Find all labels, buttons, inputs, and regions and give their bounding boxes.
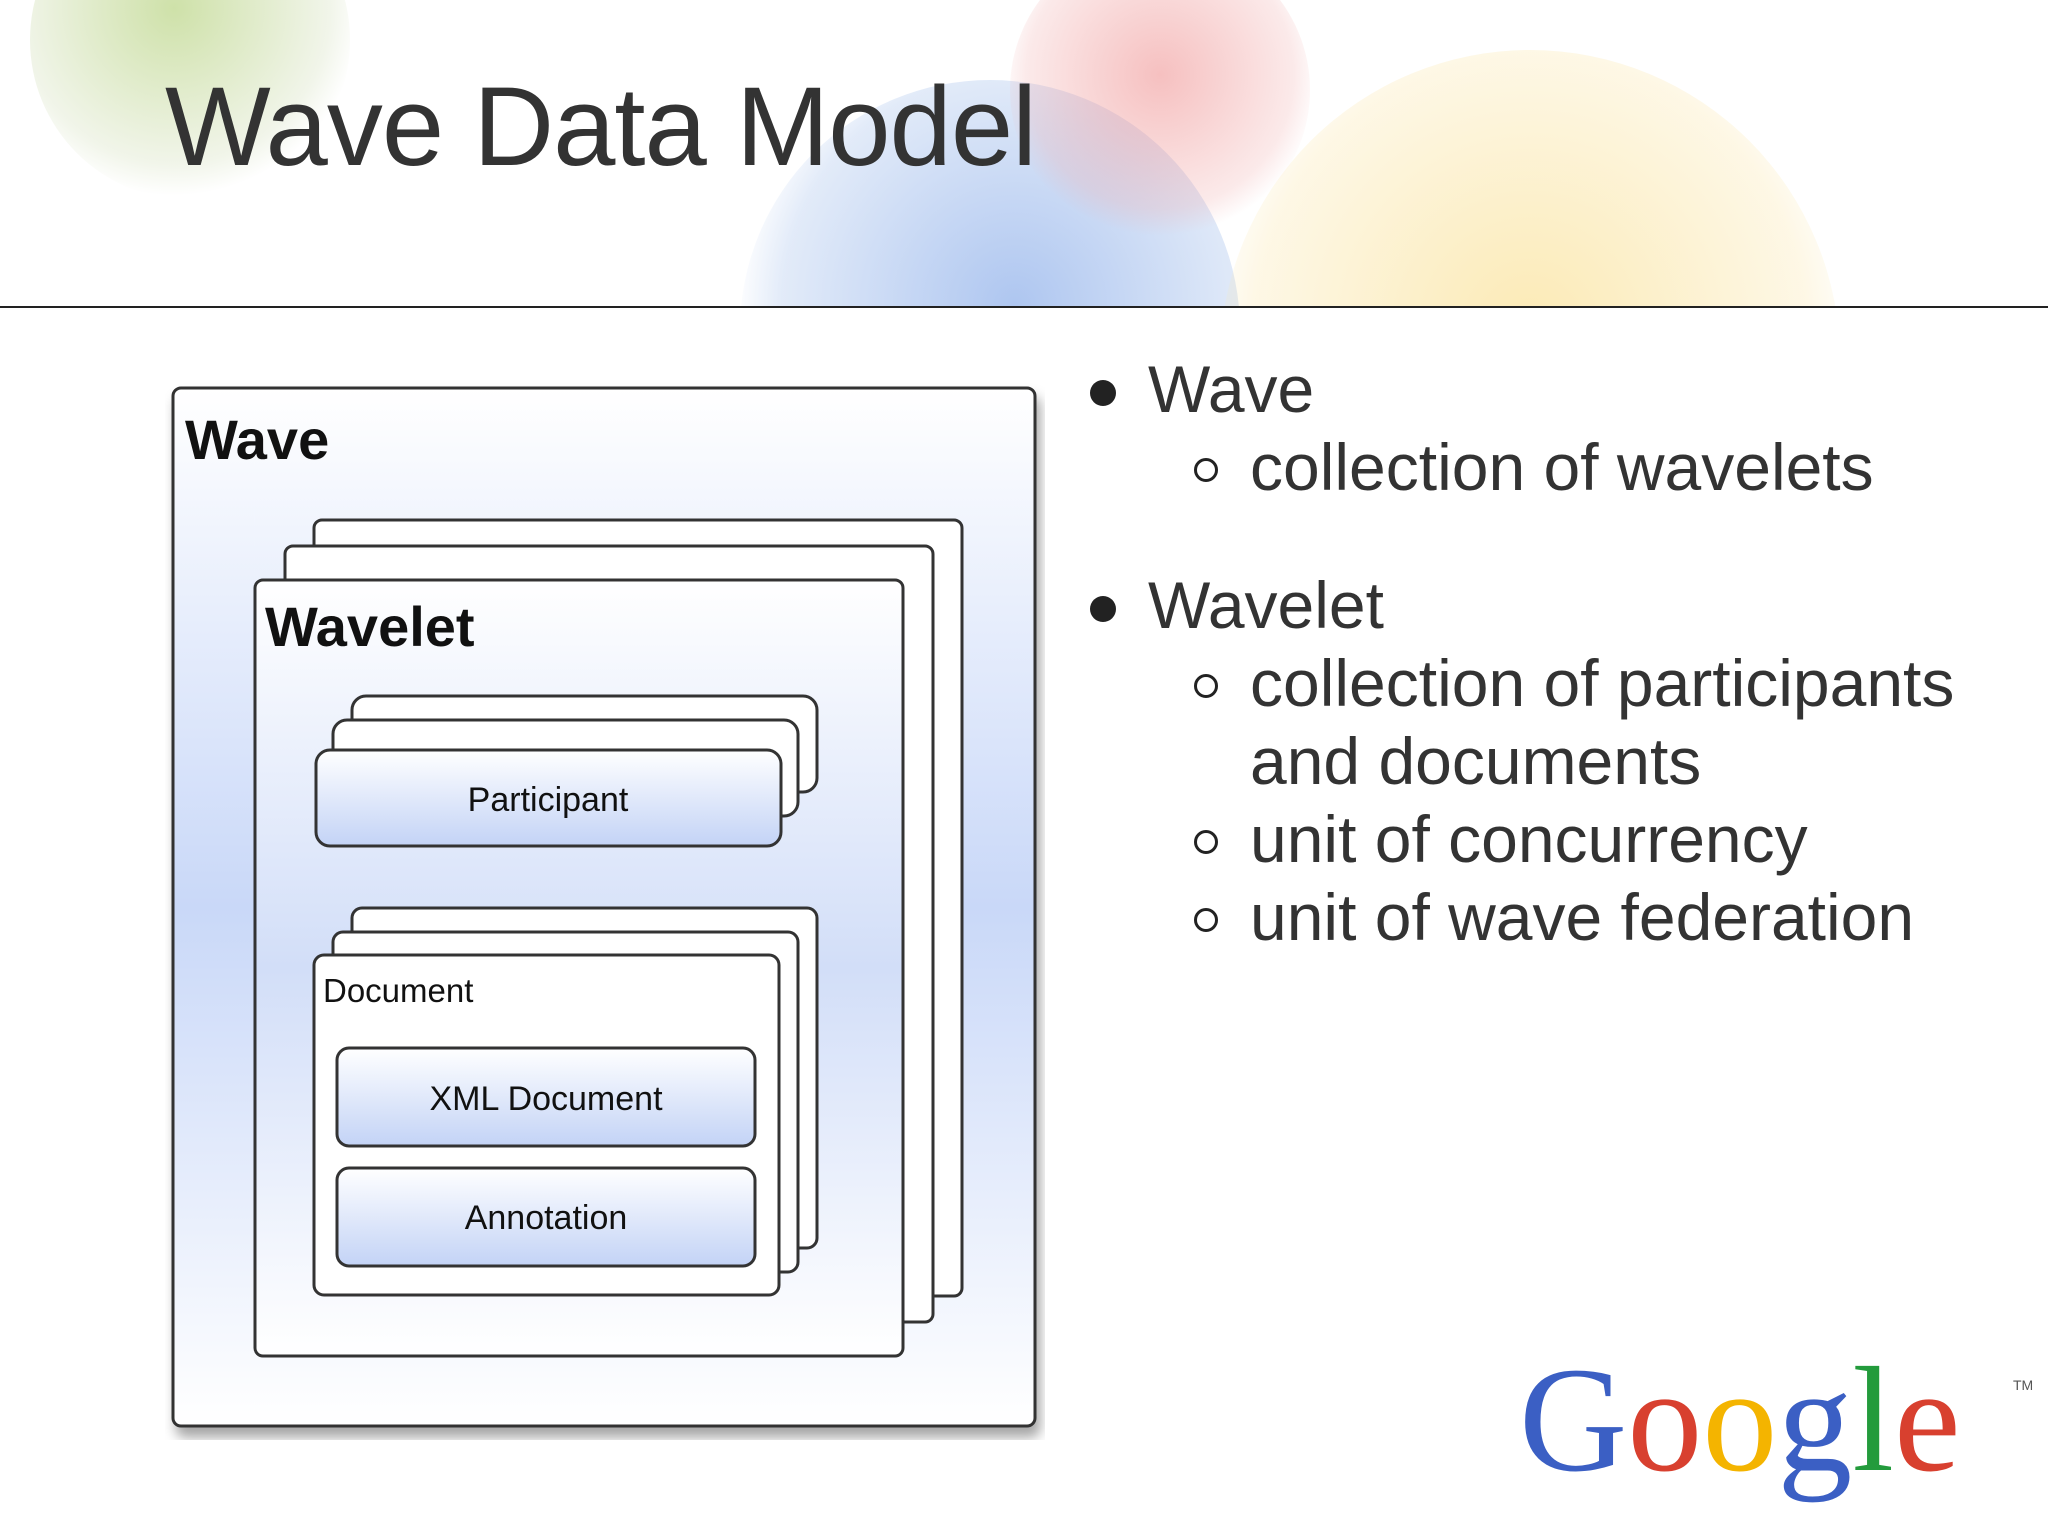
filled-bullet-icon	[1090, 380, 1116, 406]
bullet-group-wavelet: Wavelet collection of participants and d…	[1090, 566, 2030, 956]
sub-bullet-item: collection of wavelets	[1090, 428, 2030, 506]
bullet-item: Wavelet	[1090, 566, 2030, 644]
wavelet-card-label: Wavelet	[265, 595, 475, 658]
participant-pill-label: Participant	[468, 781, 629, 819]
annotation-pill	[335, 1166, 757, 1268]
logo-letter: g	[1777, 1337, 1852, 1503]
participant-pill-front	[314, 748, 783, 848]
sub-bullet-text: collection of wavelets	[1250, 430, 1874, 504]
bullet-text: Wavelet	[1148, 568, 1384, 642]
logo-letter: e	[1894, 1337, 1961, 1503]
wave-box-label: Wave	[185, 408, 329, 471]
hollow-bullet-icon	[1194, 908, 1218, 932]
logo-letter: o	[1627, 1337, 1702, 1503]
bullet-group-wave: Wave collection of wavelets	[1090, 350, 2030, 506]
sub-bullet-text: unit of wave federation	[1250, 880, 1915, 954]
sub-bullet-item: unit of wave federation	[1090, 878, 2030, 956]
trademark-mark: TM	[2013, 1377, 2033, 1393]
annotation-pill-label: Annotation	[465, 1199, 628, 1237]
wave-data-model-diagram: Wave Wavelet Participant Document XML Do…	[171, 386, 1037, 1428]
sub-bullet-item: unit of concurrency	[1090, 800, 2030, 878]
sub-bullet-text: collection of participants and documents	[1250, 646, 1955, 798]
document-card-label: Document	[323, 972, 473, 1009]
header-background	[0, 0, 2048, 307]
filled-bullet-icon	[1090, 596, 1116, 622]
title-divider	[0, 306, 2048, 308]
hollow-bullet-icon	[1194, 674, 1218, 698]
logo-letter: G	[1519, 1337, 1627, 1503]
red-orb-decoration	[1010, 0, 1310, 240]
sub-bullet-text: unit of concurrency	[1250, 802, 1808, 876]
bullet-item: Wave	[1090, 350, 2030, 428]
xml-document-pill	[335, 1046, 757, 1148]
slide-title: Wave Data Model	[165, 64, 1037, 189]
google-logo: Google TM	[1519, 1337, 2033, 1503]
google-logo-text: Google	[1519, 1337, 1961, 1503]
sub-bullet-item: collection of participants and documents	[1090, 644, 2030, 800]
yellow-orb-decoration	[1220, 50, 1840, 307]
xml-document-pill-label: XML Document	[429, 1080, 663, 1118]
bullet-list: Wave collection of wavelets Wavelet coll…	[1090, 350, 2030, 1016]
logo-letter: l	[1852, 1337, 1894, 1503]
hollow-bullet-icon	[1194, 830, 1218, 854]
logo-letter: o	[1702, 1337, 1777, 1503]
hollow-bullet-icon	[1194, 458, 1218, 482]
bullet-text: Wave	[1148, 352, 1315, 426]
